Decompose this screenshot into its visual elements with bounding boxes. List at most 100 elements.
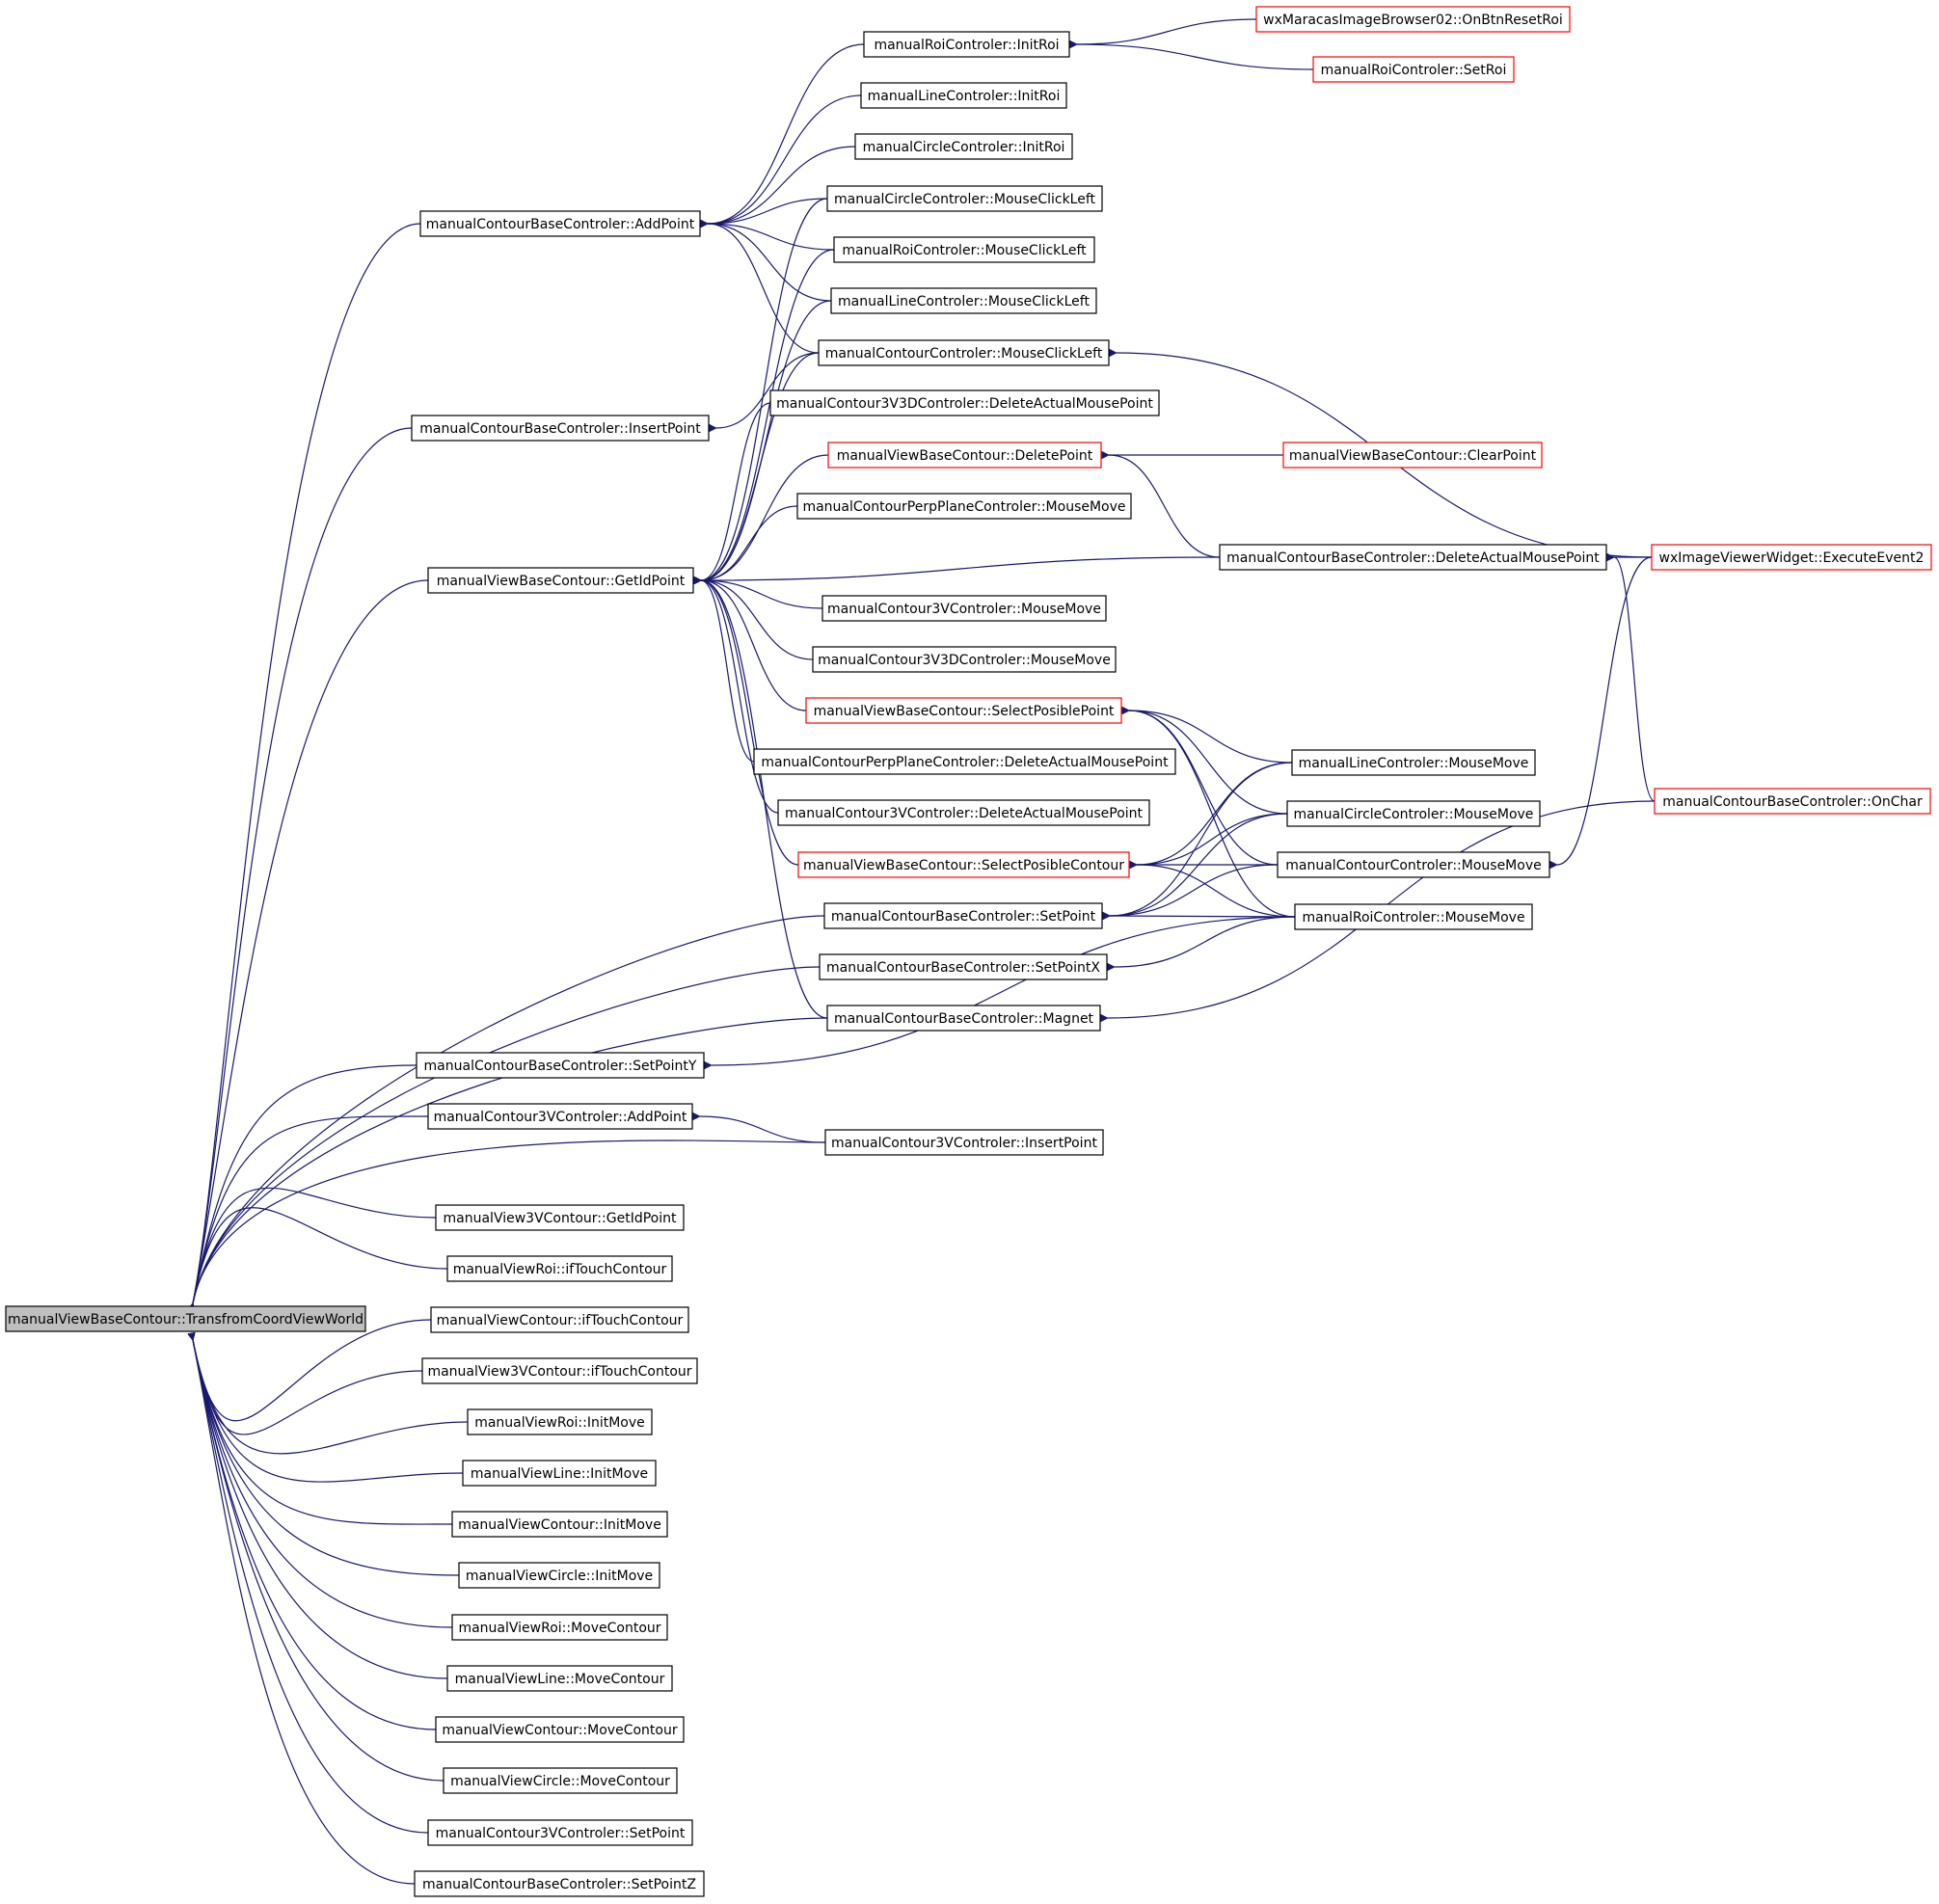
node-box[interactable]: [5, 1305, 366, 1332]
node-n44[interactable]: manualLineControler::MouseMove: [1291, 749, 1536, 776]
node-box[interactable]: [833, 236, 1095, 263]
node-box[interactable]: [805, 697, 1122, 724]
node-box[interactable]: [824, 1129, 1104, 1156]
node-box[interactable]: [777, 799, 1150, 826]
node-box[interactable]: [753, 748, 1176, 775]
node-n33[interactable]: manualContourPerpPlaneControler::DeleteA…: [753, 748, 1176, 775]
node-n46[interactable]: manualContourControler::MouseMove: [1277, 851, 1550, 878]
node-box[interactable]: [1286, 800, 1541, 827]
node-n20[interactable]: manualRoiControler::InitRoi: [863, 31, 1070, 58]
node-box[interactable]: [446, 1665, 673, 1692]
node-n15[interactable]: manualViewLine::MoveContour: [446, 1665, 673, 1692]
node-n28[interactable]: manualViewBaseContour::DeletePoint: [827, 442, 1102, 469]
node-n4[interactable]: manualContourBaseControler::SetPointY: [416, 1052, 705, 1079]
node-box[interactable]: [854, 133, 1073, 160]
node-n40[interactable]: wxMaracasImageBrowser02::OnBtnResetRoi: [1255, 6, 1571, 33]
node-n17[interactable]: manualViewCircle::MoveContour: [443, 1767, 678, 1794]
node-box[interactable]: [796, 493, 1132, 520]
node-n37[interactable]: manualContourBaseControler::SetPointX: [819, 953, 1108, 980]
node-n6[interactable]: manualView3VContour::GetIdPoint: [435, 1204, 685, 1231]
node-n18[interactable]: manualContour3VControler::SetPoint: [427, 1819, 693, 1846]
node-box[interactable]: [818, 339, 1110, 366]
node-box[interactable]: [863, 31, 1070, 58]
node-n22[interactable]: manualCircleControler::InitRoi: [854, 133, 1073, 160]
node-box[interactable]: [435, 1204, 685, 1231]
node-n49[interactable]: manualContourBaseControler::OnChar: [1654, 788, 1931, 815]
node-box[interactable]: [451, 1614, 668, 1641]
node-box[interactable]: [830, 287, 1097, 314]
node-box[interactable]: [826, 185, 1103, 212]
node-n2[interactable]: manualContourBaseControler::InsertPoint: [411, 415, 710, 442]
node-box[interactable]: [435, 1716, 685, 1743]
node-n34[interactable]: manualContour3VControler::DeleteActualMo…: [777, 799, 1150, 826]
node-box[interactable]: [797, 851, 1130, 878]
node-box[interactable]: [826, 1005, 1101, 1032]
node-box[interactable]: [1654, 788, 1931, 815]
node-box[interactable]: [427, 1819, 693, 1846]
node-box[interactable]: [421, 1357, 698, 1384]
node-box[interactable]: [451, 1511, 668, 1538]
node-n30[interactable]: manualContour3VControler::MouseMove: [821, 595, 1107, 622]
node-box[interactable]: [414, 1870, 705, 1897]
node-n0[interactable]: manualViewBaseContour::TransfromCoordVie…: [5, 1305, 366, 1332]
node-n9[interactable]: manualView3VContour::ifTouchContour: [421, 1357, 698, 1384]
node-box[interactable]: [443, 1767, 678, 1794]
node-box[interactable]: [411, 415, 710, 442]
node-box[interactable]: [416, 1052, 705, 1079]
node-n42[interactable]: manualViewBaseContour::ClearPoint: [1282, 442, 1543, 469]
node-box[interactable]: [427, 567, 694, 594]
node-n35[interactable]: manualViewBaseContour::SelectPosibleCont…: [797, 851, 1130, 878]
node-n19[interactable]: manualContourBaseControler::SetPointZ: [414, 1870, 705, 1897]
node-box[interactable]: [827, 442, 1102, 469]
node-box[interactable]: [427, 1103, 693, 1130]
node-n14[interactable]: manualViewRoi::MoveContour: [451, 1614, 668, 1641]
node-n39[interactable]: manualContour3VControler::InsertPoint: [824, 1129, 1104, 1156]
node-n36[interactable]: manualContourBaseControler::SetPoint: [823, 902, 1103, 929]
node-box[interactable]: [1294, 903, 1533, 930]
node-n7[interactable]: manualViewRoi::ifTouchContour: [446, 1255, 673, 1282]
node-n26[interactable]: manualContourControler::MouseClickLeft: [818, 339, 1110, 366]
node-box[interactable]: [446, 1255, 673, 1282]
node-n1[interactable]: manualContourBaseControler::AddPoint: [419, 210, 701, 237]
node-box[interactable]: [823, 902, 1103, 929]
node-box[interactable]: [1282, 442, 1543, 469]
node-box[interactable]: [1255, 6, 1571, 33]
node-box[interactable]: [812, 646, 1117, 673]
node-n47[interactable]: manualRoiControler::MouseMove: [1294, 903, 1533, 930]
node-box[interactable]: [458, 1562, 660, 1589]
node-n5[interactable]: manualContour3VControler::AddPoint: [427, 1103, 693, 1130]
node-box[interactable]: [860, 82, 1067, 109]
node-n24[interactable]: manualRoiControler::MouseClickLeft: [833, 236, 1095, 263]
node-box[interactable]: [1277, 851, 1550, 878]
node-n43[interactable]: manualContourBaseControler::DeleteActual…: [1219, 544, 1607, 571]
node-box[interactable]: [462, 1460, 657, 1487]
node-box[interactable]: [1219, 544, 1607, 571]
node-n32[interactable]: manualViewBaseContour::SelectPosiblePoin…: [805, 697, 1122, 724]
node-box[interactable]: [419, 210, 701, 237]
node-n41[interactable]: manualRoiControler::SetRoi: [1312, 56, 1515, 83]
node-n16[interactable]: manualViewContour::MoveContour: [435, 1716, 685, 1743]
node-box[interactable]: [1651, 544, 1932, 571]
node-n45[interactable]: manualCircleControler::MouseMove: [1286, 800, 1541, 827]
node-n38[interactable]: manualContourBaseControler::Magnet: [826, 1005, 1101, 1032]
node-box[interactable]: [467, 1408, 653, 1435]
node-n31[interactable]: manualContour3V3DControler::MouseMove: [812, 646, 1117, 673]
node-box[interactable]: [769, 389, 1160, 416]
node-n48[interactable]: wxImageViewerWidget::ExecuteEvent2: [1651, 544, 1932, 571]
node-n27[interactable]: manualContour3V3DControler::DeleteActual…: [769, 389, 1160, 416]
node-box[interactable]: [1312, 56, 1515, 83]
node-box[interactable]: [430, 1306, 689, 1333]
node-box[interactable]: [1291, 749, 1536, 776]
node-box[interactable]: [821, 595, 1107, 622]
node-n11[interactable]: manualViewLine::InitMove: [462, 1460, 657, 1487]
node-n8[interactable]: manualViewContour::ifTouchContour: [430, 1306, 689, 1333]
node-n25[interactable]: manualLineControler::MouseClickLeft: [830, 287, 1097, 314]
node-n21[interactable]: manualLineControler::InitRoi: [860, 82, 1067, 109]
node-n23[interactable]: manualCircleControler::MouseClickLeft: [826, 185, 1103, 212]
node-n3[interactable]: manualViewBaseContour::GetIdPoint: [427, 567, 694, 594]
node-n13[interactable]: manualViewCircle::InitMove: [458, 1562, 660, 1589]
node-box[interactable]: [819, 953, 1108, 980]
node-n10[interactable]: manualViewRoi::InitMove: [467, 1408, 653, 1435]
node-n29[interactable]: manualContourPerpPlaneControler::MouseMo…: [796, 493, 1132, 520]
node-n12[interactable]: manualViewContour::InitMove: [451, 1511, 668, 1538]
